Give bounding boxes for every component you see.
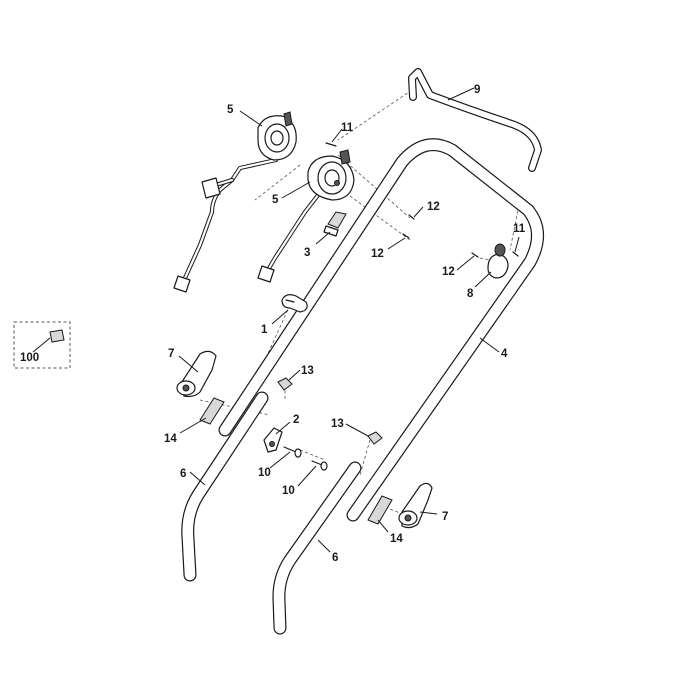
callout-5-lower: 5 [272,194,279,206]
cable-guide-part-1 [281,294,308,313]
callout-13-right: 13 [331,418,344,430]
bolt-upper-part-10 [283,446,302,458]
nut-left-part-13 [277,377,293,391]
callout-7-right: 7 [442,511,448,523]
bolt-lower-part-10 [311,460,328,471]
bail-pivot-part-8 [487,243,509,279]
upper-handle-part-4 [218,138,544,522]
pin-part-11-right [512,251,519,257]
screw-part-12-b [402,233,410,239]
clip-part-3 [323,211,347,237]
callout-6-right: 6 [332,552,338,564]
clamp-lever-left-part-7 [176,350,217,398]
callout-9: 9 [474,84,480,96]
callout-11-right: 11 [513,223,526,235]
callout-10-lower: 10 [282,485,295,497]
lower-handle-right-part-6 [272,461,362,635]
callout-12-middle: 12 [371,248,384,260]
callout-2: 2 [293,414,299,426]
callout-12-right: 12 [442,266,455,278]
callout-4: 4 [501,348,508,360]
spacer-left-part-14 [199,397,225,425]
callout-7-left: 7 [168,348,174,360]
cable-assembly-upper-part-5 [173,111,297,293]
callout-11-upper: 11 [341,122,354,134]
lower-handle-left-part-6 [181,391,269,582]
accessory-box-part-100 [13,321,71,369]
callout-13-left: 13 [301,365,314,377]
callout-100: 100 [20,352,39,364]
spacer-right-part-14 [367,495,393,525]
callout-5-upper: 5 [227,104,234,116]
nut-right-part-13 [367,431,383,445]
clamp-lever-right-part-7 [398,482,433,529]
bail-rod-part-9 [408,68,542,172]
callout-leaders [178,87,520,553]
callout-10-upper: 10 [258,467,271,479]
callout-12-upper: 12 [427,201,440,213]
callout-1: 1 [261,324,268,336]
assembly-guide-lines [199,89,521,516]
clamp-plate-part-2 [263,427,283,453]
callout-6-left: 6 [180,468,186,480]
cable-assembly-lower-part-5 [257,149,355,283]
screw-part-12-c [471,252,479,258]
callout-14-right: 14 [390,533,403,545]
callout-labels: 1 2 3 4 5 5 6 6 7 7 8 9 10 10 11 11 12 1… [20,84,526,564]
screw-part-12-a [408,214,415,220]
callout-8: 8 [467,288,474,300]
pin-part-11-upper [325,142,337,147]
callout-3: 3 [304,247,310,259]
callout-14-left: 14 [164,433,177,445]
